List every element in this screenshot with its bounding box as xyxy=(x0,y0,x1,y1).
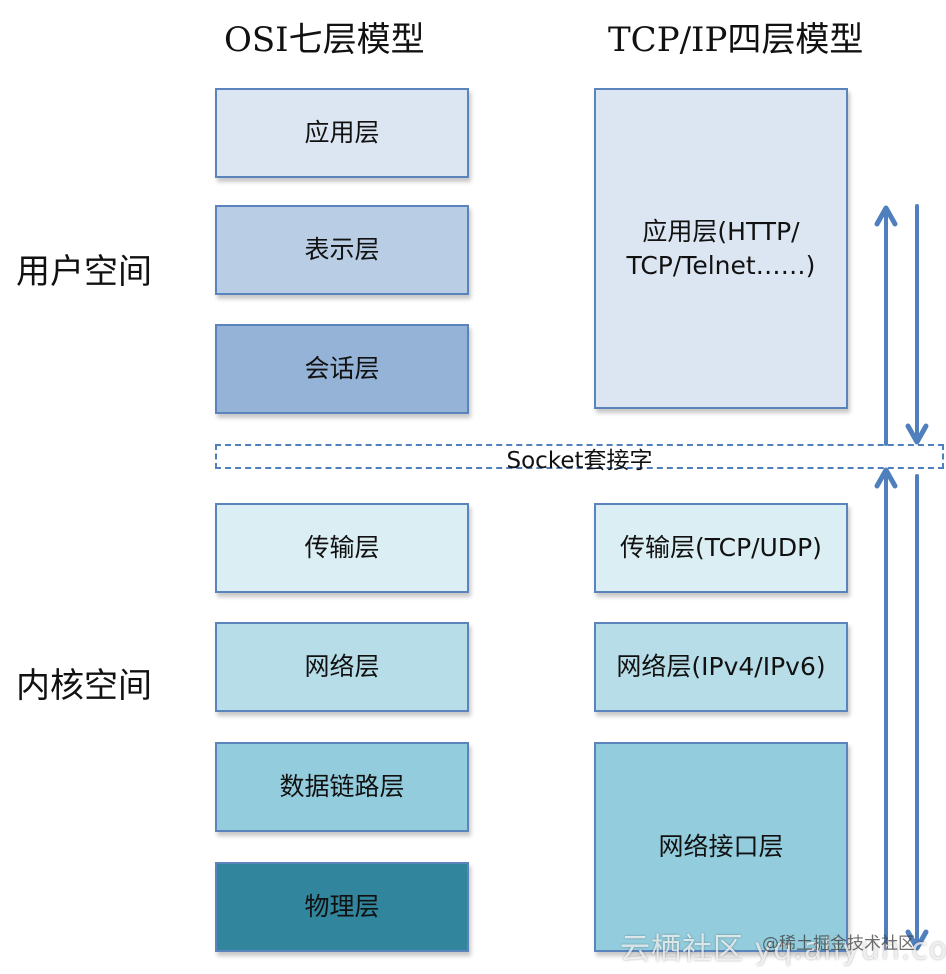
kernel-space-label: 内核空间 xyxy=(16,666,152,706)
osi-presentation-layer: 表示层 xyxy=(215,205,469,295)
upper-up-arrow-head xyxy=(874,205,898,227)
socket-layer: Socket套接字 xyxy=(215,444,944,474)
socket-layer-label: Socket套接字 xyxy=(506,447,653,474)
lower-up-arrow-head xyxy=(874,467,898,489)
osi-application-layer: 应用层 xyxy=(215,88,469,178)
osi-network-layer: 网络层 xyxy=(215,622,469,712)
osi-data-link-layer-label: 数据链路层 xyxy=(279,772,405,802)
osi-physical-layer-label: 物理层 xyxy=(304,892,380,922)
tcpip-network-layer-label: 网络层(IPv4/IPv6) xyxy=(616,652,826,682)
osi-model-title: OSI七层模型 xyxy=(224,20,425,60)
tcpip-network-layer: 网络层(IPv4/IPv6) xyxy=(594,622,848,712)
osi-presentation-layer-label: 表示层 xyxy=(304,235,380,265)
osi-physical-layer: 物理层 xyxy=(215,862,469,952)
tcpip-model-title: TCP/IP四层模型 xyxy=(608,20,864,60)
tcpip-transport-layer-label: 传输层(TCP/UDP) xyxy=(620,533,822,563)
osi-network-layer-label: 网络层 xyxy=(304,652,380,682)
watermark-site: 云栖社区 yq.aliyun.com xyxy=(620,932,946,967)
watermark-credit: @稀土掘金技术社区 xyxy=(762,934,915,954)
tcpip-application-layer: 应用层(HTTP/ TCP/Telnet……) xyxy=(594,88,848,409)
osi-transport-layer: 传输层 xyxy=(215,503,469,593)
osi-transport-layer-label: 传输层 xyxy=(304,533,380,563)
osi-session-layer: 会话层 xyxy=(215,324,469,414)
tcpip-application-layer-label-line1: 应用层(HTTP/ xyxy=(642,216,800,246)
tcpip-application-layer-label-line2: TCP/Telnet……) xyxy=(626,250,816,280)
tcpip-network-interface-layer: 网络接口层 xyxy=(594,742,848,952)
tcpip-transport-layer: 传输层(TCP/UDP) xyxy=(594,503,848,593)
osi-session-layer-label: 会话层 xyxy=(304,354,380,384)
osi-application-layer-label: 应用层 xyxy=(304,118,380,148)
tcpip-network-interface-layer-label: 网络接口层 xyxy=(658,832,784,862)
osi-data-link-layer: 数据链路层 xyxy=(215,742,469,832)
user-space-label: 用户空间 xyxy=(16,252,152,292)
upper-down-arrow-head xyxy=(905,423,929,445)
